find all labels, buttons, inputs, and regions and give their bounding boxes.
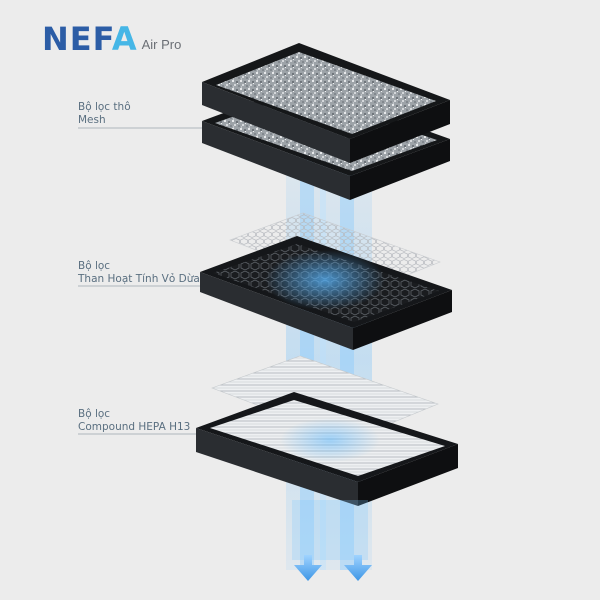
brand-name: NEFA [42,23,138,55]
down-arrow-icon [294,555,322,581]
label-carbon-filter: Bộ lọc Than Hoạt Tính Vỏ Dừa [78,260,200,286]
label-hepa-filter: Bộ lọc Compound HEPA H13 [78,408,190,434]
air-flow-exit [292,500,368,560]
label-carbon-line1: Bộ lọc [78,260,111,272]
label-carbon-line2: Than Hoạt Tính Vỏ Dừa [78,273,200,285]
brand-logo: NEFA Air Pro [42,23,182,55]
hepa-filter [196,392,458,506]
label-mesh-filter: Bộ lọc thô Mesh [78,101,131,127]
carbon-filter [200,236,452,350]
label-hepa-line2: Compound HEPA H13 [78,421,191,433]
brand-subtitle: Air Pro [141,37,182,52]
brand-name-part-1: NEF [42,20,112,58]
label-mesh-line2: Mesh [78,114,106,126]
mesh-filter-upper [202,43,450,163]
brand-name-part-2: A [111,20,138,58]
label-hepa-line1: Bộ lọc [78,408,111,420]
label-mesh-line1: Bộ lọc thô [78,101,131,113]
down-arrow-icon [344,555,372,581]
